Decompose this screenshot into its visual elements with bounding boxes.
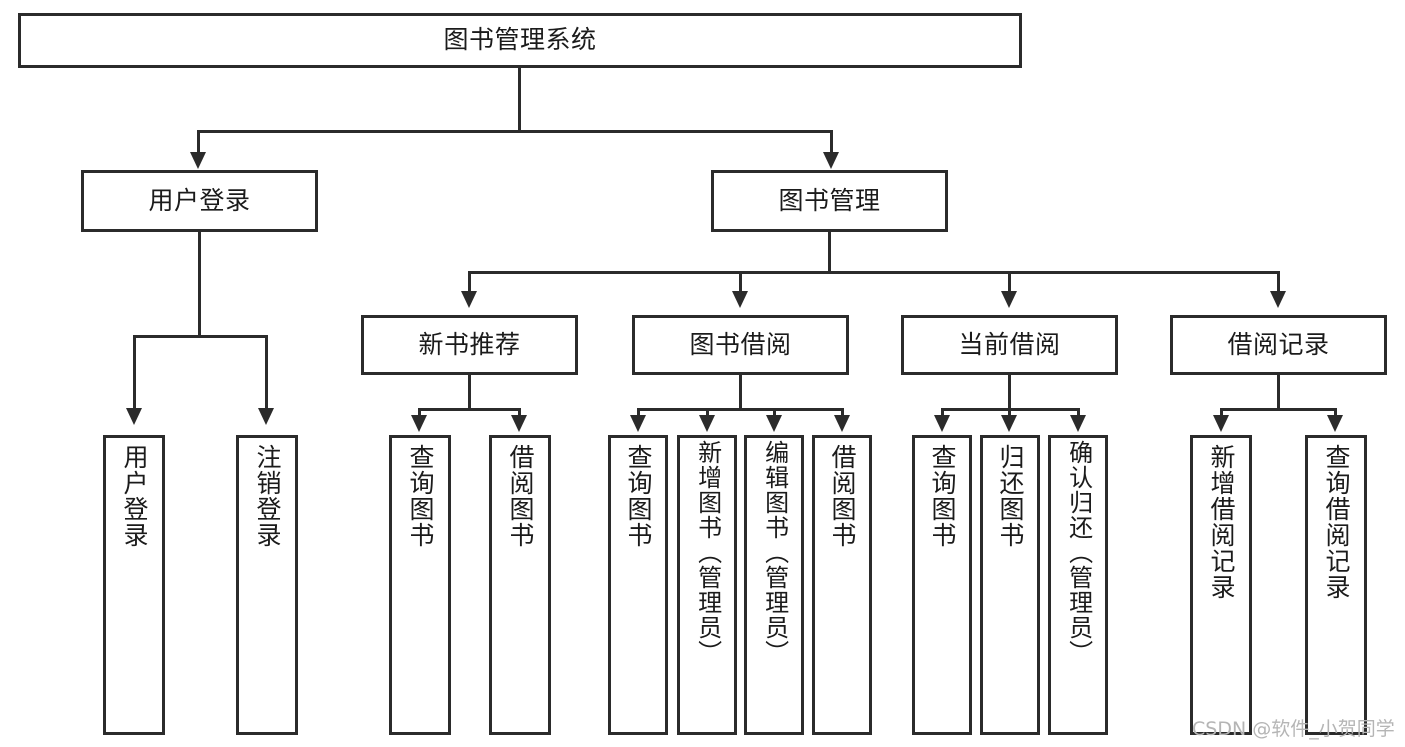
node-label: 新书推荐 — [418, 329, 521, 359]
node-current-borrow[interactable]: 当前借阅 — [901, 315, 1118, 375]
node-label: 归还图书 — [996, 444, 1025, 548]
node-book-borrow[interactable]: 图书借阅 — [632, 315, 849, 375]
edge-book-borrow-child-3 — [841, 408, 844, 418]
leaf-new-book-recommend-1[interactable]: 借阅图书 — [489, 435, 551, 735]
edge-borrow-record-child-1 — [1334, 408, 1337, 418]
leaf-borrow-record-1[interactable]: 查询借阅记录 — [1305, 435, 1367, 735]
node-label: 图书管理 — [778, 185, 881, 215]
leaf-book-borrow-2[interactable]: 编辑图书（管理员） — [744, 435, 804, 735]
arrow-book-borrow-child-0 — [630, 415, 646, 432]
edge-new-book-child-1 — [518, 408, 521, 418]
leaf-book-borrow-1[interactable]: 新增图书（管理员） — [677, 435, 737, 735]
node-label: 查询图书 — [928, 444, 957, 548]
edge-to-current-borrow — [1008, 271, 1011, 293]
arrow-to-new-book-recommend — [461, 291, 477, 308]
node-label: 编辑图书（管理员） — [760, 440, 789, 665]
node-label: 用户登录 — [148, 185, 251, 215]
edge-root-bus — [197, 130, 833, 133]
csdn-watermark: CSDN @软件_小贺同学 — [1192, 718, 1395, 740]
edge-new-book-child-0 — [418, 408, 421, 418]
node-label: 用户登录 — [120, 444, 149, 548]
edge-root-to-book-manage — [830, 130, 833, 154]
node-label: 查询借阅记录 — [1322, 444, 1351, 600]
node-label: 查询图书 — [624, 444, 653, 548]
node-label: 注销登录 — [253, 444, 282, 548]
arrow-current-borrow-child-0 — [934, 415, 950, 432]
edge-user-login-child-0 — [133, 335, 136, 410]
edge-book-borrow-child-0 — [637, 408, 640, 418]
node-label: 图书管理系统 — [443, 25, 597, 55]
node-root-system[interactable]: 图书管理系统 — [18, 13, 1022, 68]
leaf-user-login-0[interactable]: 用户登录 — [103, 435, 165, 735]
node-label: 查询图书 — [406, 444, 435, 548]
edge-current-borrow-child-0 — [941, 408, 944, 418]
node-label: 借阅图书 — [506, 444, 535, 548]
arrow-current-borrow-child-1 — [1001, 415, 1017, 432]
node-label: 图书借阅 — [689, 329, 792, 359]
arrow-book-borrow-child-3 — [834, 415, 850, 432]
arrow-current-borrow-child-2 — [1070, 415, 1086, 432]
edge-book-borrow-child-2 — [773, 408, 776, 418]
arrow-user-login-child-0 — [126, 408, 142, 425]
arrow-new-book-child-1 — [511, 415, 527, 432]
edge-book-borrow-bus — [637, 408, 843, 411]
edge-user-login-bus — [133, 335, 268, 338]
leaf-current-borrow-0[interactable]: 查询图书 — [912, 435, 972, 735]
arrow-book-borrow-child-1 — [699, 415, 715, 432]
edge-new-book-bus — [418, 408, 521, 411]
node-label: 确认归还（管理员） — [1064, 440, 1093, 665]
arrow-user-login-child-1 — [258, 408, 274, 425]
edge-user-login-stem — [198, 232, 201, 338]
arrow-borrow-record-child-1 — [1327, 415, 1343, 432]
leaf-current-borrow-1[interactable]: 归还图书 — [980, 435, 1040, 735]
edge-root-stem — [518, 68, 521, 132]
arrow-book-borrow-child-2 — [766, 415, 782, 432]
leaf-user-login-1[interactable]: 注销登录 — [236, 435, 298, 735]
leaf-new-book-recommend-0[interactable]: 查询图书 — [389, 435, 451, 735]
node-new-book-recommend[interactable]: 新书推荐 — [361, 315, 578, 375]
node-label: 新增借阅记录 — [1207, 444, 1236, 600]
edge-borrow-record-bus — [1220, 408, 1337, 411]
edge-user-login-child-1 — [265, 335, 268, 410]
edge-current-borrow-child-1 — [1008, 408, 1011, 418]
edge-current-borrow-stem — [1008, 375, 1011, 411]
node-label: 借阅记录 — [1227, 329, 1330, 359]
node-label: 新增图书（管理员） — [693, 440, 722, 665]
node-label: 借阅图书 — [828, 444, 857, 548]
leaf-borrow-record-0[interactable]: 新增借阅记录 — [1190, 435, 1252, 735]
edge-level3-bus — [468, 271, 1280, 274]
node-borrow-record[interactable]: 借阅记录 — [1170, 315, 1387, 375]
edge-borrow-record-stem — [1277, 375, 1280, 411]
edge-root-to-user-login — [197, 130, 200, 154]
node-label: 当前借阅 — [958, 329, 1061, 359]
edge-book-borrow-stem — [739, 375, 742, 411]
arrow-borrow-record-child-0 — [1213, 415, 1229, 432]
edge-borrow-record-child-0 — [1220, 408, 1223, 418]
arrow-new-book-child-0 — [411, 415, 427, 432]
arrow-to-borrow-record — [1270, 291, 1286, 308]
arrow-root-to-user-login — [190, 152, 206, 169]
edge-to-book-borrow — [739, 271, 742, 293]
edge-current-borrow-child-2 — [1077, 408, 1080, 418]
leaf-current-borrow-2[interactable]: 确认归还（管理员） — [1048, 435, 1108, 735]
leaf-book-borrow-3[interactable]: 借阅图书 — [812, 435, 872, 735]
arrow-to-book-borrow — [732, 291, 748, 308]
arrow-to-current-borrow — [1001, 291, 1017, 308]
node-book-management[interactable]: 图书管理 — [711, 170, 948, 232]
leaf-book-borrow-0[interactable]: 查询图书 — [608, 435, 668, 735]
edge-to-borrow-record — [1277, 271, 1280, 293]
edge-to-new-book-recommend — [468, 271, 471, 293]
edge-book-borrow-child-1 — [706, 408, 709, 418]
node-user-login[interactable]: 用户登录 — [81, 170, 318, 232]
edge-book-management-stem — [828, 232, 831, 274]
edge-new-book-stem — [468, 375, 471, 411]
arrow-root-to-book-manage — [823, 152, 839, 169]
